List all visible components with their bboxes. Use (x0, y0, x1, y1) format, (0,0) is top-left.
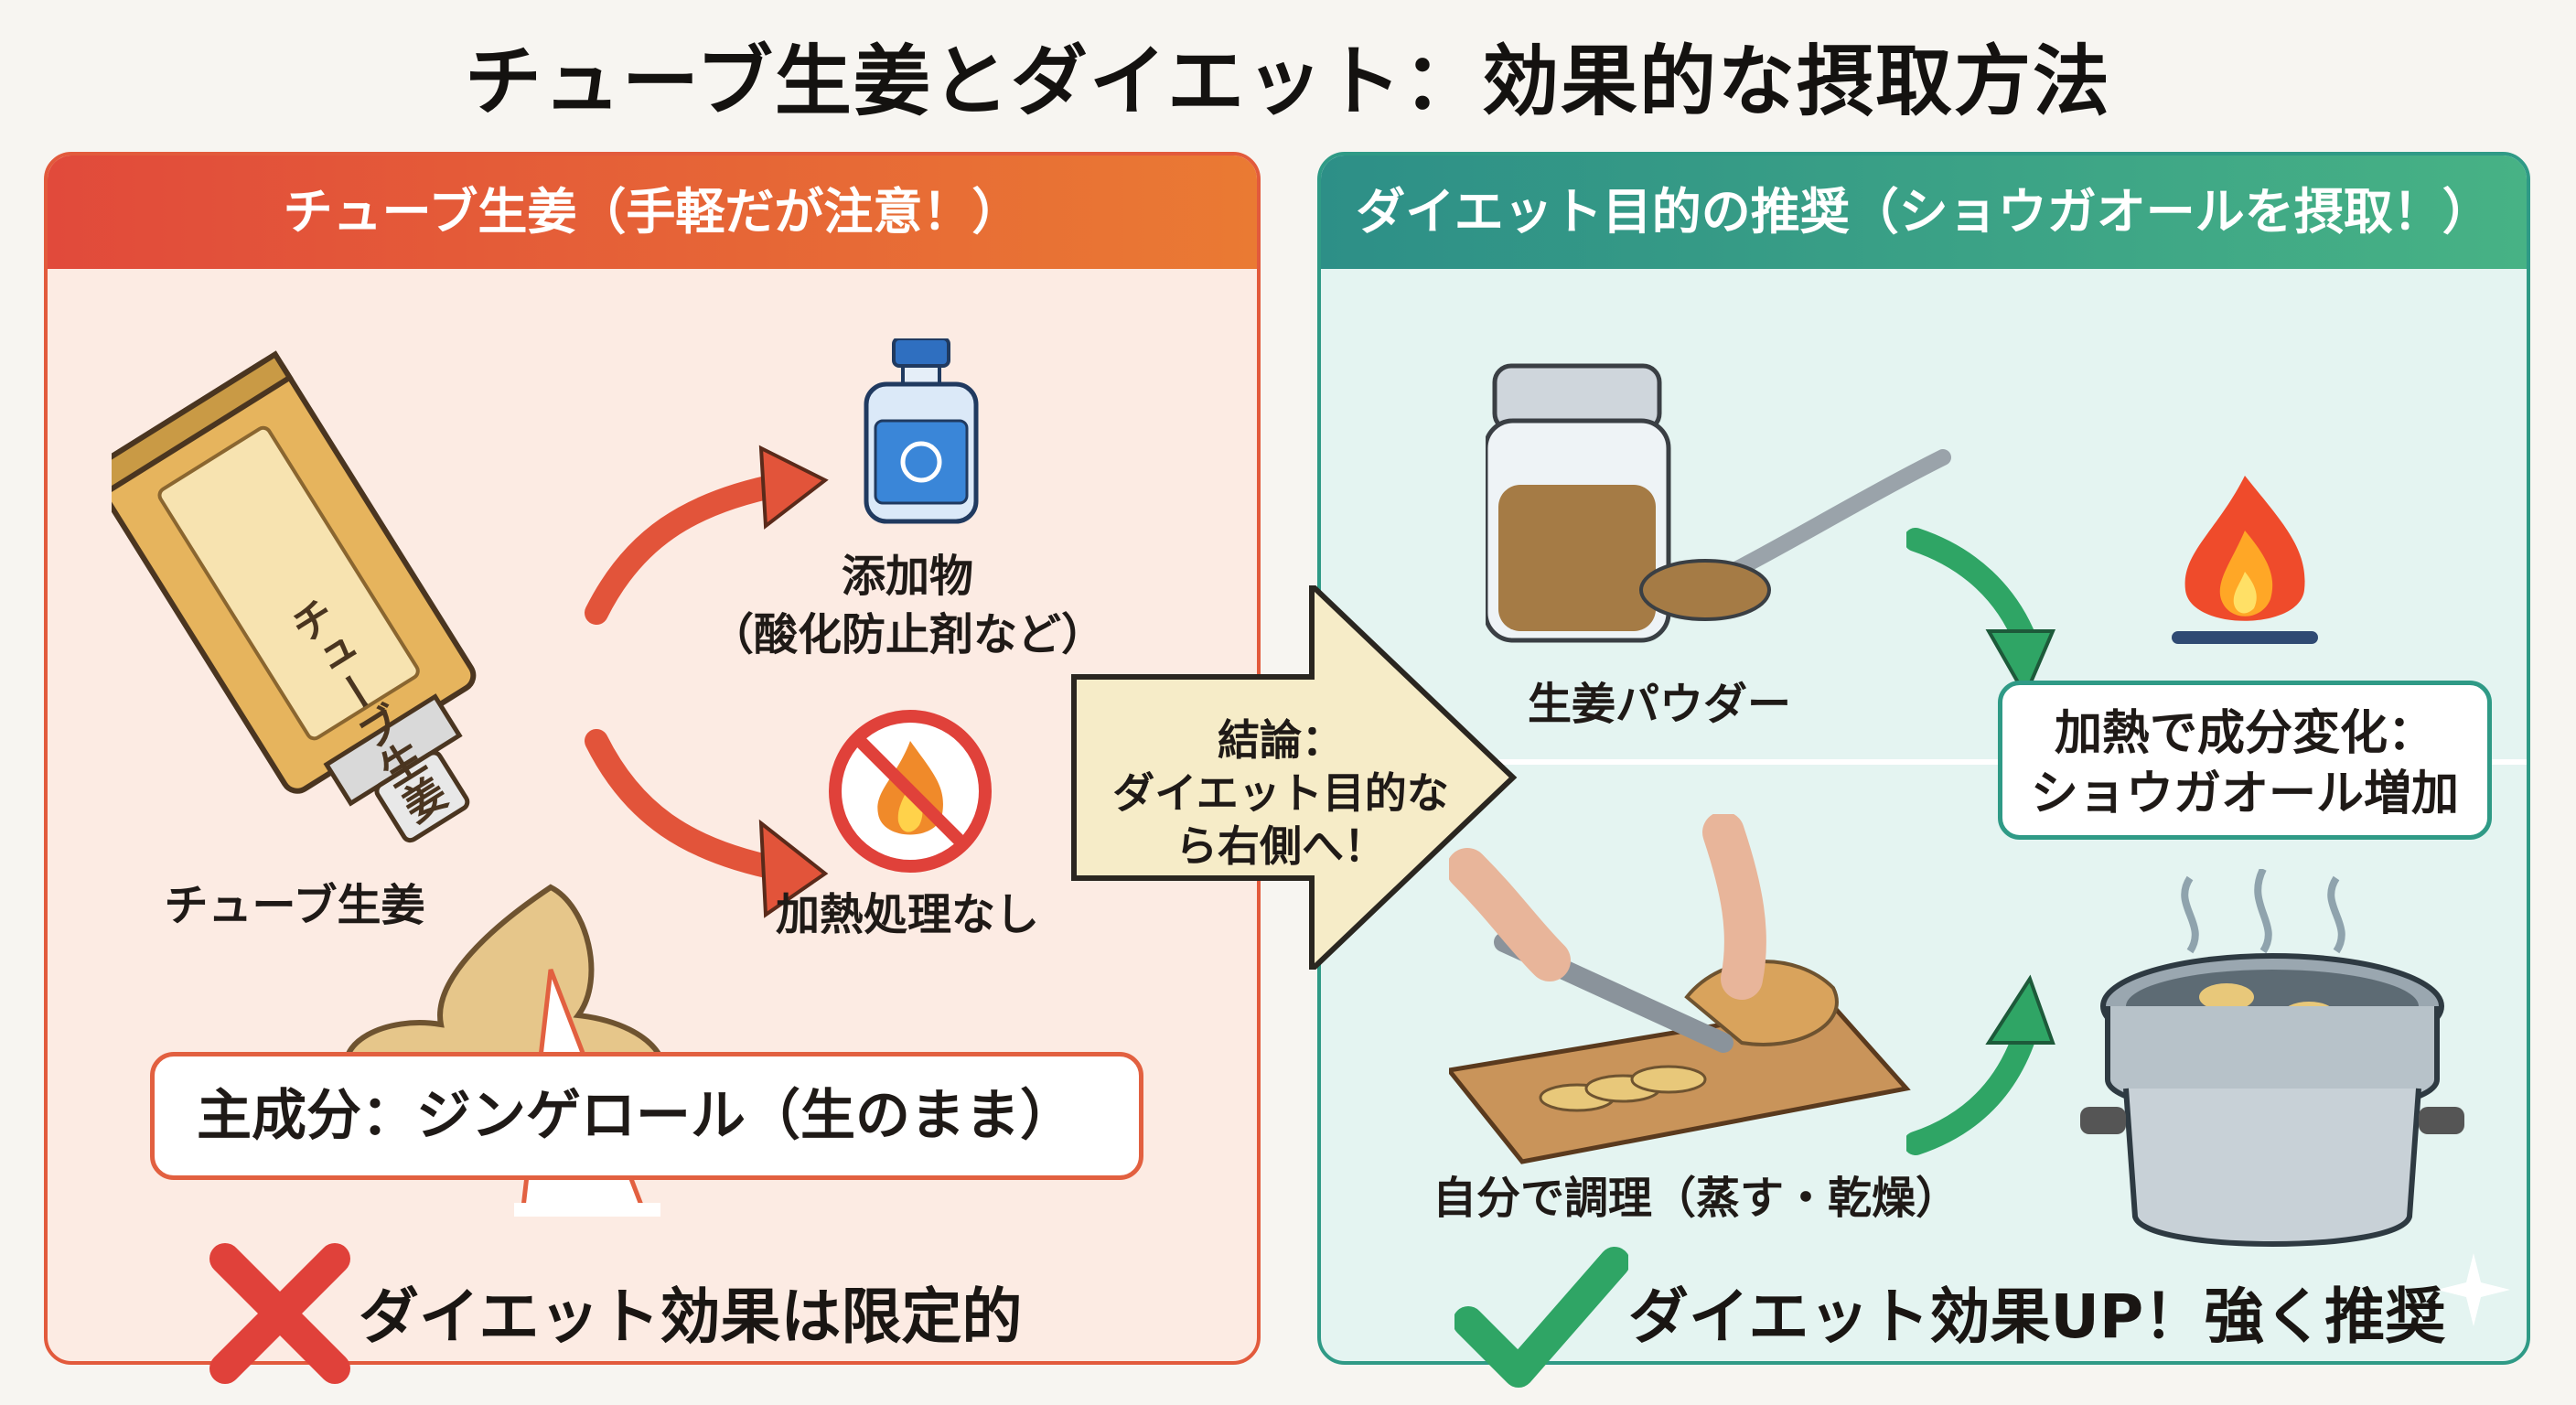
heat-line-2: ショウガオール増加 (2030, 767, 2459, 821)
additive-label-1: 添加物 (841, 551, 973, 602)
conclusion-line-3: ら右側へ！ (1175, 821, 1386, 871)
heat-change-box: 加熱で成分変化： ショウガオール増加 (1998, 681, 2492, 840)
conclusion-text: 結論： ダイエット目的な ら右側へ！ (1089, 713, 1473, 873)
conclusion-line-1: 結論： (1218, 715, 1344, 765)
no-fire-icon (829, 710, 992, 873)
right-panel: ダイエット目的の推奨（ショウガオールを摂取！） 生姜パウダー 自分で調理（蒸す・… (1317, 152, 2530, 1365)
arrow-icon (585, 445, 829, 918)
cutting-board-icon (1449, 814, 1911, 1164)
check-icon (1454, 1247, 1628, 1388)
bottle-icon (864, 338, 979, 524)
page-title: チューブ生姜とダイエット：効果的な摂取方法 (464, 37, 2112, 126)
heat-line-1: 加熱で成分変化： (2054, 706, 2435, 761)
green-arrow-icon (1906, 528, 2056, 1155)
additive-label-2: （酸化防止剤など） (709, 609, 1105, 660)
right-panel-header: ダイエット目的の推奨（ショウガオールを摂取！） (1321, 156, 2527, 269)
noheat-label: 加熱処理なし (775, 889, 1039, 940)
cross-icon (209, 1243, 350, 1384)
steamer-pot-icon (2080, 869, 2464, 1247)
divider (1321, 759, 2527, 765)
left-verdict: ダイエット効果は限定的 (359, 1282, 1023, 1352)
cooking-label: 自分で調理（蒸す・乾燥） (1432, 1173, 1959, 1224)
bubble-main-component: 主成分：ジンゲロール（生のまま） (150, 1052, 1143, 1180)
conclusion-line-2: ダイエット目的な (1112, 768, 1449, 818)
powder-jar-icon (1486, 363, 1951, 643)
left-panel-header: チューブ生姜（手軽だが注意！） (48, 156, 1257, 269)
conclusion-arrow-icon (1071, 585, 1518, 970)
sparkle-icon (2437, 1253, 2510, 1326)
tube-label: チューブ生姜 (164, 880, 425, 931)
fire-icon (2172, 476, 2318, 644)
right-verdict: ダイエット効果UP！強く推奨 (1628, 1282, 2446, 1352)
powder-label: 生姜パウダー (1527, 679, 1791, 730)
